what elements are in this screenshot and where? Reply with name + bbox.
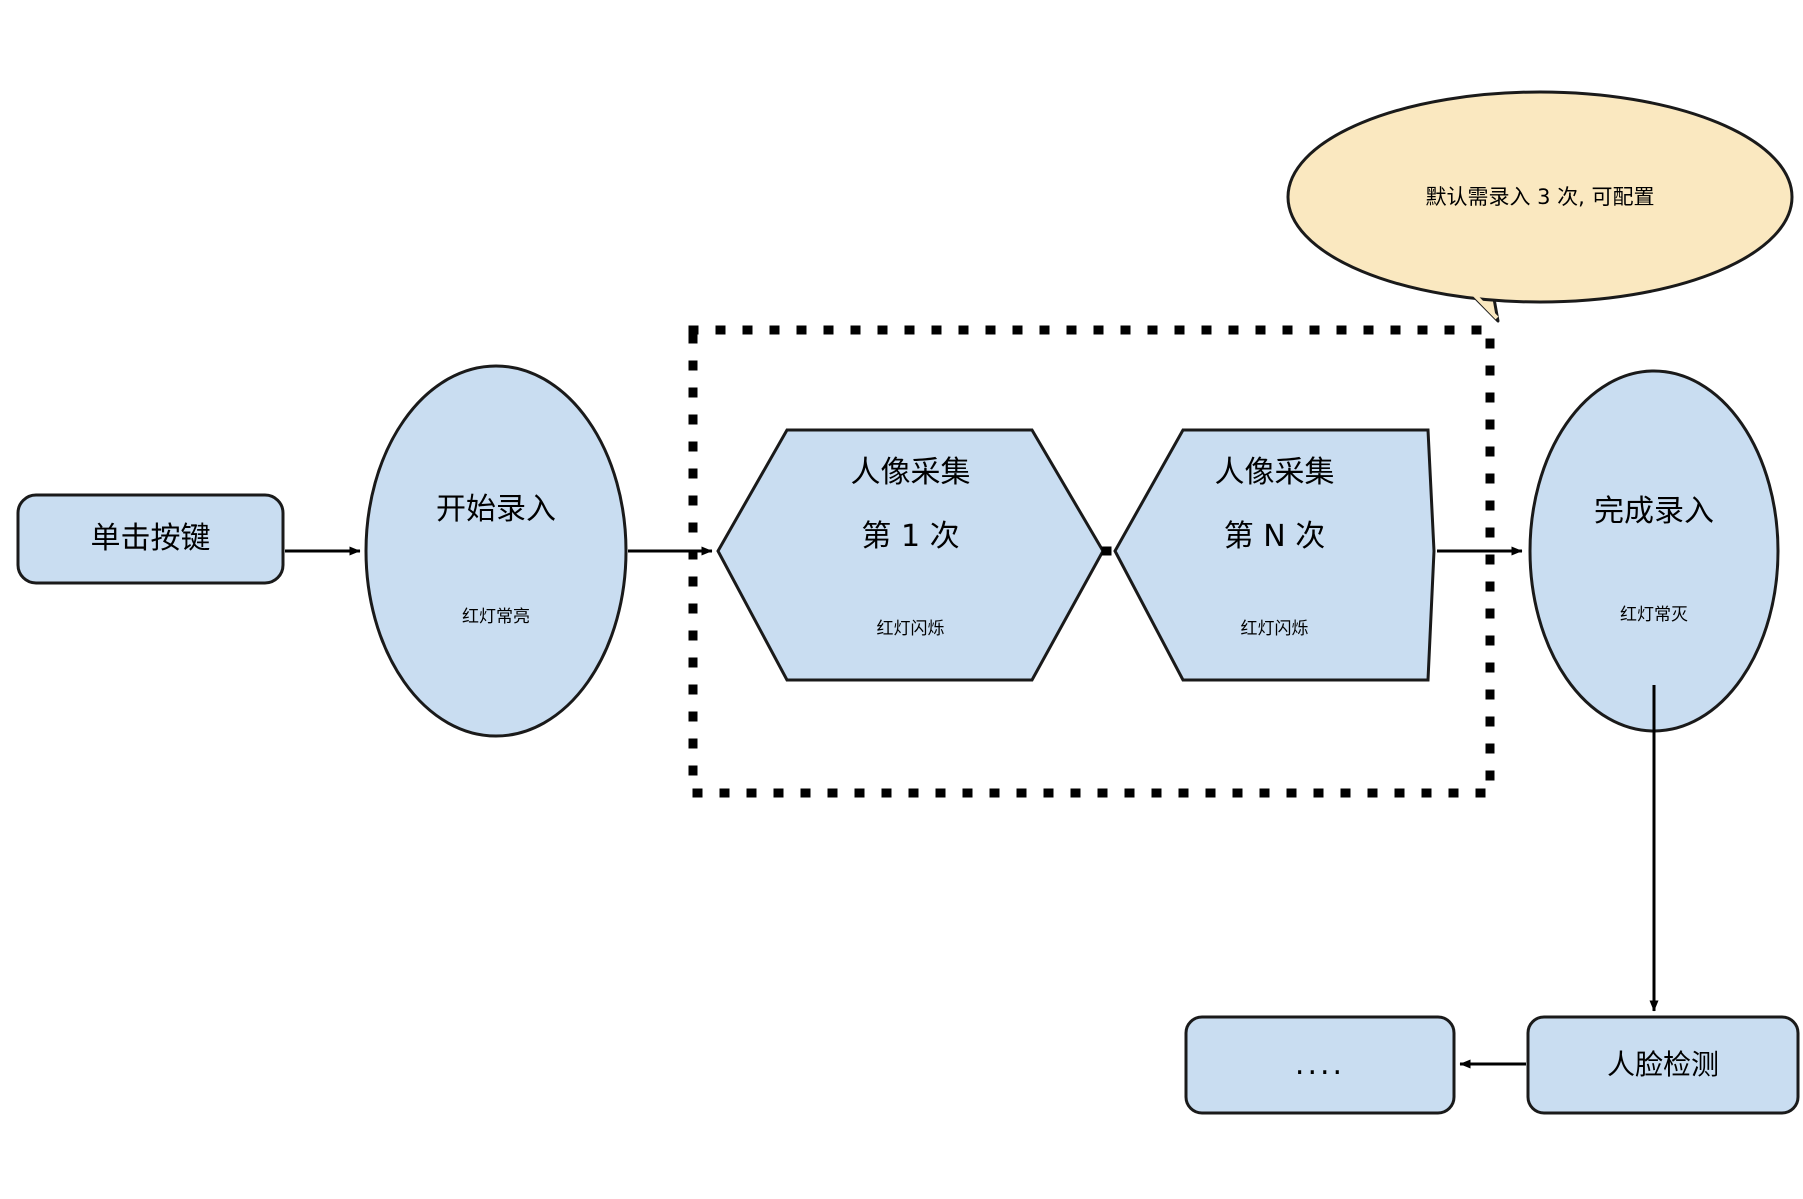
node-more[interactable] — [1184, 1015, 1456, 1115]
callout-bubble — [1286, 90, 1794, 323]
node-finish-enroll[interactable] — [1528, 369, 1780, 733]
node-start-enroll[interactable] — [364, 364, 628, 738]
callout-body — [1286, 90, 1794, 304]
node-face-detect[interactable] — [1526, 1015, 1800, 1115]
node-capture-nth[interactable] — [1113, 428, 1436, 682]
node-click-key[interactable] — [16, 493, 285, 585]
loop-group-container — [688, 325, 1495, 798]
node-capture-first[interactable] — [716, 428, 1105, 682]
callout-tail-seam — [1415, 234, 1499, 320]
